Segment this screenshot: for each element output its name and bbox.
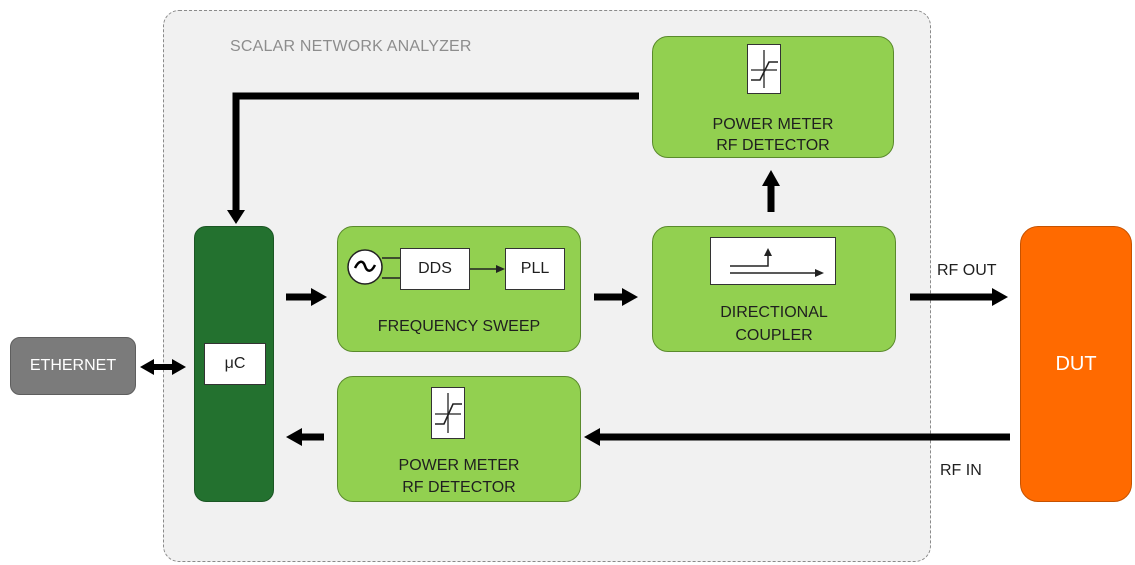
container-title: SCALAR NETWORK ANALYZER	[230, 38, 472, 55]
arrow-sweep-to-coupler-head	[622, 288, 638, 306]
arrow-rf-in-head	[584, 428, 600, 446]
arrow-mcu-to-sweep-head	[311, 288, 327, 306]
dut-block: DUT	[1020, 226, 1132, 502]
arrow-mcu-right-head	[172, 359, 186, 375]
ethernet-block: ETHERNET	[10, 337, 136, 395]
pll-box: PLL	[505, 248, 565, 290]
arrow-coupler-to-meter-head	[762, 170, 780, 186]
power-meter-top-label-2: RF DETECTOR	[716, 137, 830, 154]
arrow-rf-out-head	[992, 288, 1008, 306]
coupler-coupled-line	[730, 254, 769, 267]
rf-out-label: RF OUT	[937, 262, 997, 279]
directional-coupler-label-1: DIRECTIONAL	[720, 304, 828, 321]
rf-detector-icon-top	[751, 50, 778, 88]
arrow-ethernet-left-head	[140, 359, 154, 375]
arrow-meter-to-mcu-head	[286, 428, 302, 446]
dds-box: DDS	[400, 248, 470, 290]
mcu-label-box: μC	[204, 343, 266, 385]
power-meter-top-label-1: POWER METER	[712, 116, 834, 133]
frequency-sweep-label: FREQUENCY SWEEP	[377, 318, 541, 335]
directional-coupler-label-2: COUPLER	[735, 327, 813, 344]
power-meter-bottom-label-1: POWER METER	[398, 457, 520, 474]
arrowhead-into-mcu	[227, 210, 245, 224]
rf-in-label: RF IN	[940, 462, 982, 479]
power-meter-bottom-label-2: RF DETECTOR	[402, 479, 516, 496]
feedback-path-top	[232, 92, 639, 214]
rf-detector-icon-bottom	[435, 393, 462, 433]
